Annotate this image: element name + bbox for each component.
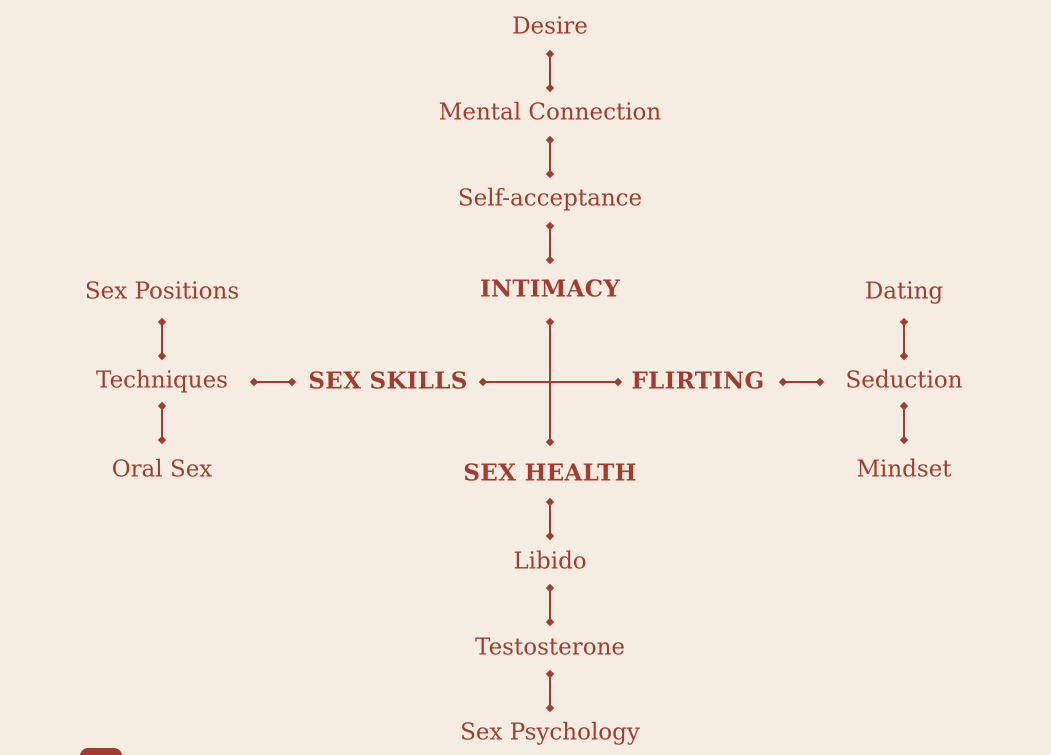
connector-techniques-skills-end-diamond — [287, 377, 297, 387]
connector-techniques-oral-start-diamond — [157, 401, 167, 411]
connector-techniques-skills-start-diamond — [249, 377, 259, 387]
connector-dating-seduction-end-diamond — [899, 351, 909, 361]
node-sex-positions: Sex Positions — [84, 278, 240, 305]
node-self-acceptance: Self-acceptance — [457, 185, 643, 212]
connector-dating-seduction-start-diamond — [899, 317, 909, 327]
connector-desire-mental-end-diamond — [545, 83, 555, 93]
connector-positions-techniques-start-diamond — [157, 317, 167, 327]
connector-self-intimacy-end-diamond — [545, 255, 555, 265]
connector-seduction-mindset-start-diamond — [899, 401, 909, 411]
node-testosterone: Testosterone — [475, 634, 625, 661]
hub-intimacy: INTIMACY — [479, 275, 621, 303]
node-mental-connection: Mental Connection — [438, 99, 662, 126]
connector-self-intimacy-start-diamond — [545, 221, 555, 231]
hub-sex-skills: SEX SKILLS — [308, 367, 468, 395]
connector-testosterone-psychology-start-diamond — [545, 669, 555, 679]
connector-libido-testosterone-end-diamond — [545, 617, 555, 627]
connector-techniques-oral-end-diamond — [157, 435, 167, 445]
connector-flirting-seduction-end-diamond — [815, 377, 825, 387]
connector-skills-flirting-end-diamond — [613, 377, 623, 387]
connector-intimacy-health-end-diamond — [545, 437, 555, 447]
connector-positions-techniques-end-diamond — [157, 351, 167, 361]
connector-testosterone-psychology-end-diamond — [545, 703, 555, 713]
connector-mental-self-end-diamond — [545, 169, 555, 179]
node-techniques: Techniques — [96, 367, 228, 394]
connector-health-libido-start-diamond — [545, 497, 555, 507]
node-mindset: Mindset — [856, 456, 952, 483]
node-sex-psychology: Sex Psychology — [460, 719, 640, 746]
node-oral-sex: Oral Sex — [111, 456, 213, 483]
connector-flirting-seduction-start-diamond — [778, 377, 788, 387]
connector-libido-testosterone-start-diamond — [545, 583, 555, 593]
node-libido: Libido — [513, 548, 587, 575]
decorative-corner-shape — [80, 748, 122, 755]
hub-sex-health: SEX HEALTH — [463, 459, 637, 487]
node-desire: Desire — [512, 13, 588, 40]
connector-desire-mental-start-diamond — [545, 49, 555, 59]
connector-seduction-mindset-end-diamond — [899, 435, 909, 445]
node-seduction: Seduction — [845, 367, 963, 394]
connector-intimacy-health-start-diamond — [545, 317, 555, 327]
node-dating: Dating — [864, 278, 944, 305]
connector-mental-self-start-diamond — [545, 135, 555, 145]
hub-flirting: FLIRTING — [631, 367, 765, 395]
connector-skills-flirting-start-diamond — [478, 377, 488, 387]
connector-health-libido-end-diamond — [545, 531, 555, 541]
